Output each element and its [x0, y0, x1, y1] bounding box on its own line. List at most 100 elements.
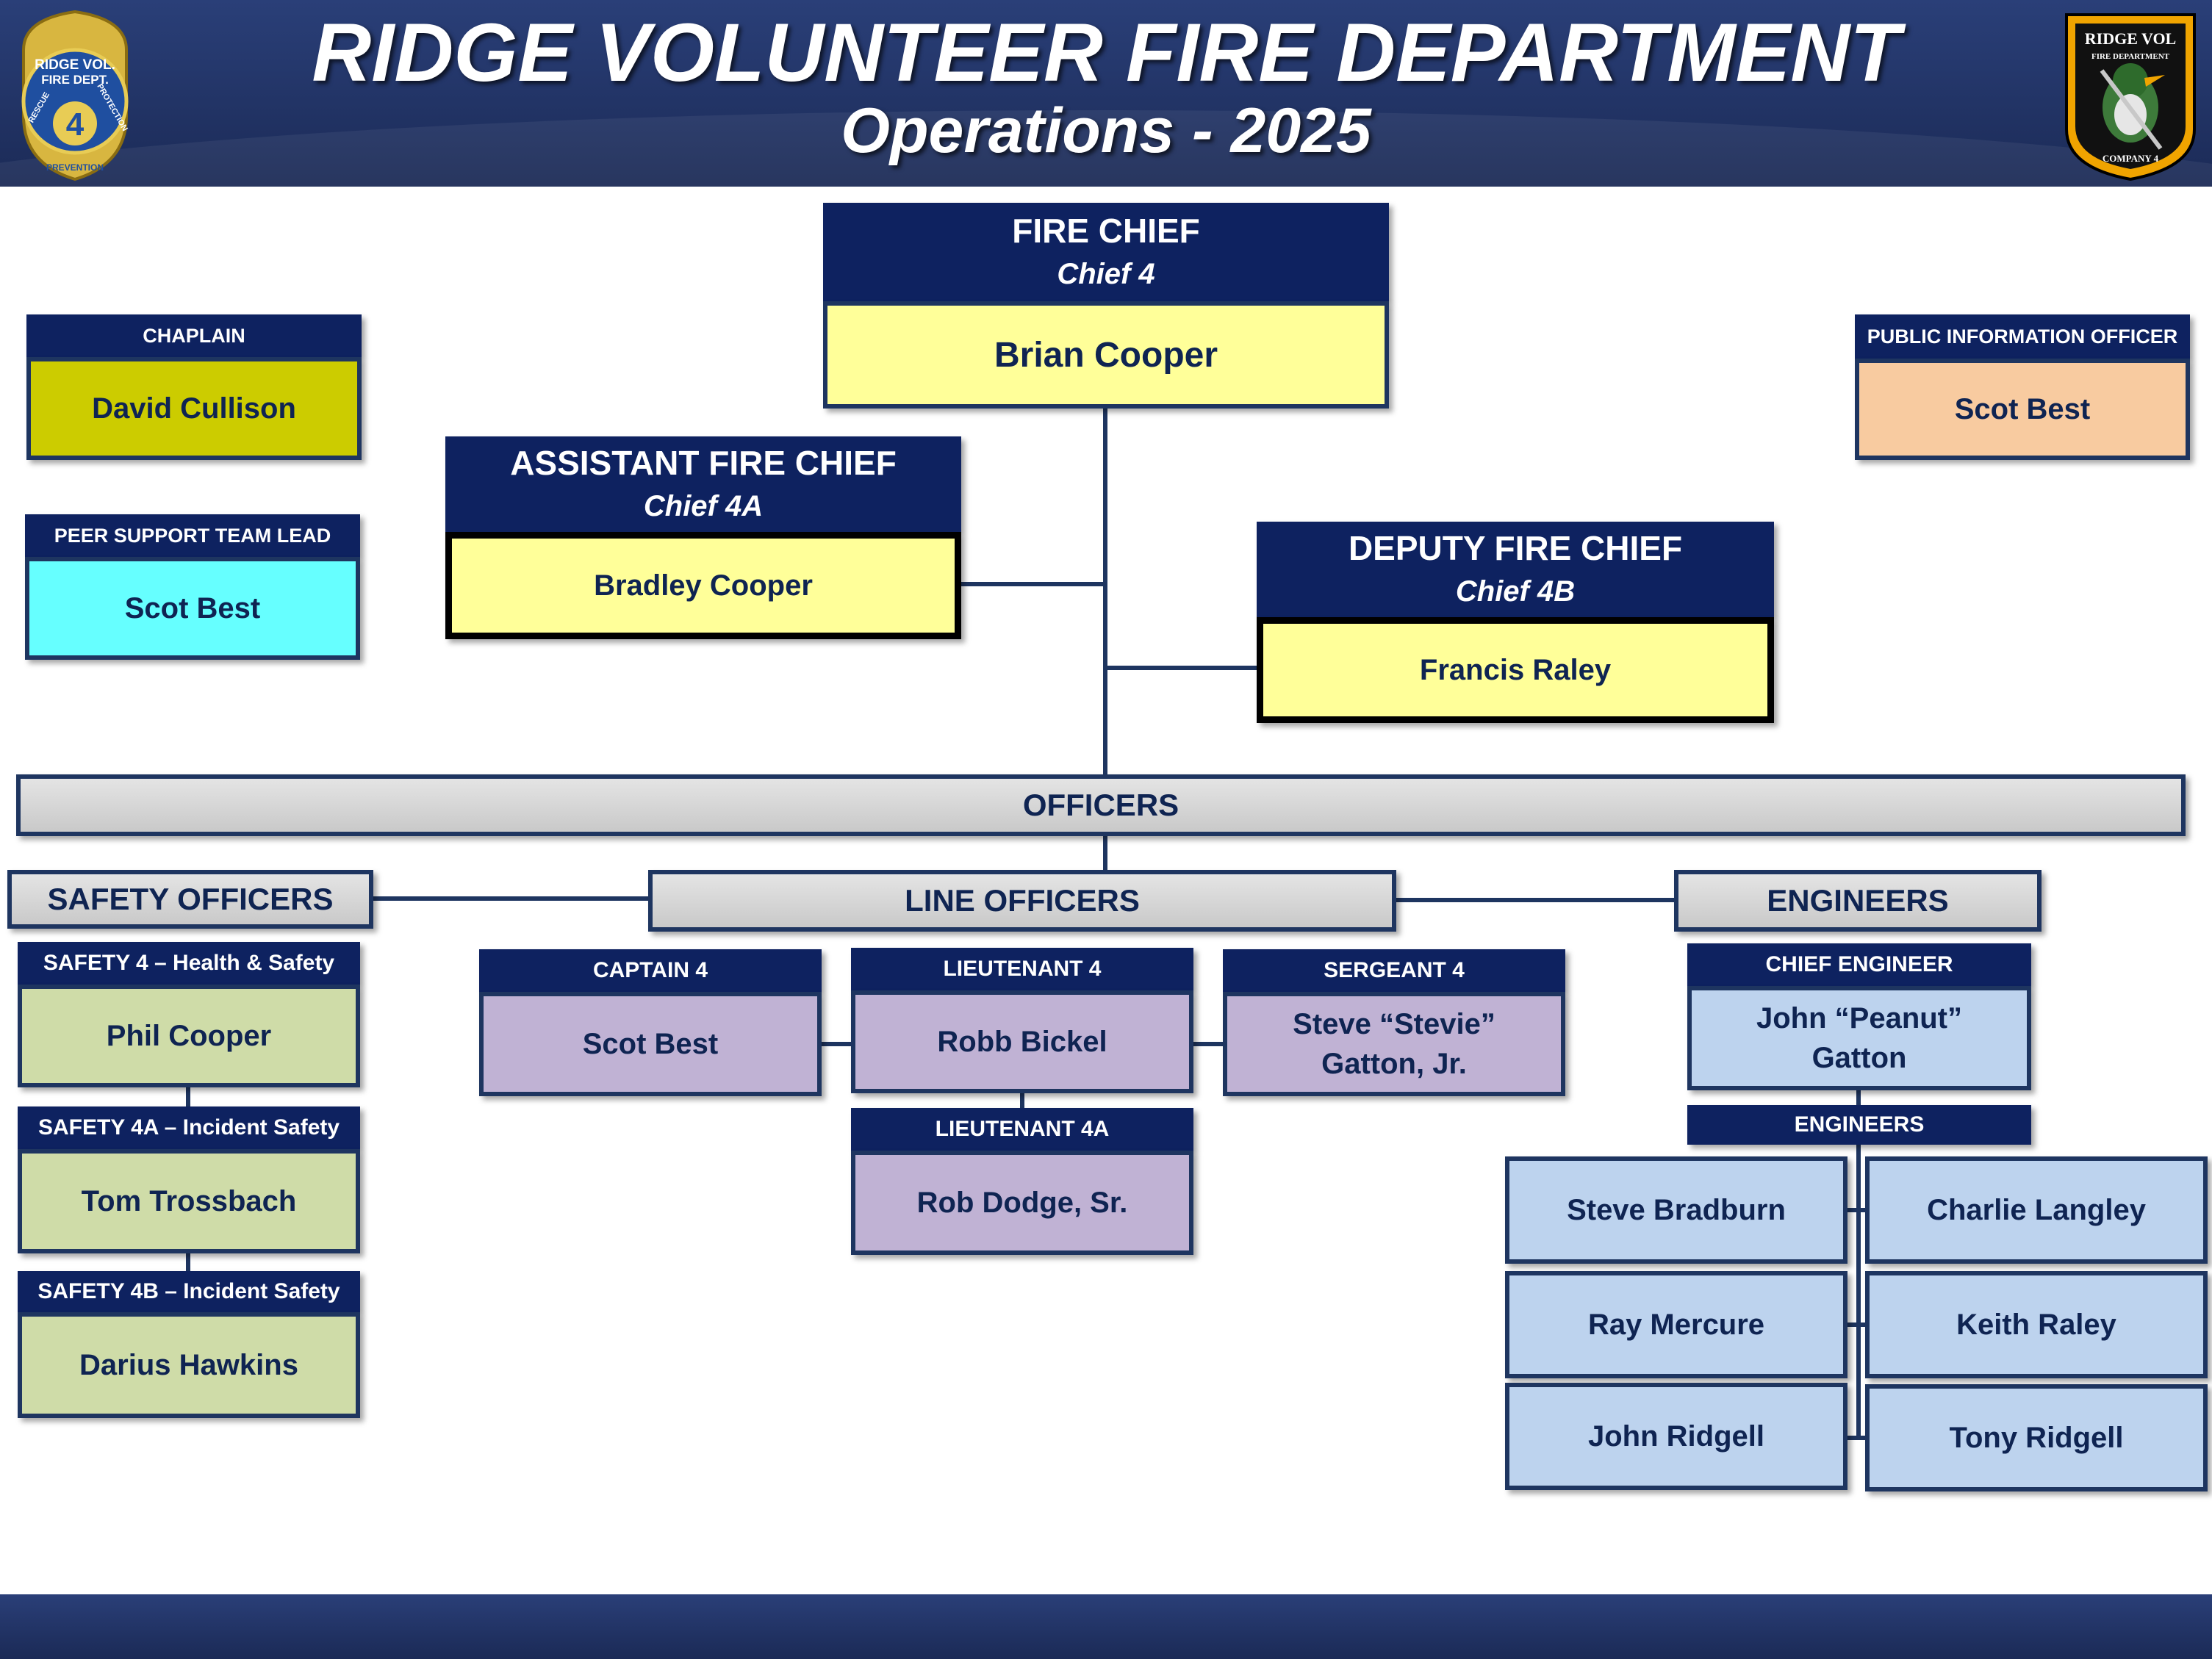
safety-4a-name-box: Tom Trossbach — [18, 1149, 360, 1253]
assistant-chief-name: Bradley Cooper — [594, 569, 813, 602]
deputy-chief-header: DEPUTY FIRE CHIEF Chief 4B — [1257, 522, 1774, 617]
connector-deputy — [1105, 666, 1257, 670]
lieutenant-4a-header: LIEUTENANT 4A — [851, 1108, 1193, 1151]
page-title: RIDGE VOLUNTEER FIRE DEPARTMENT — [312, 7, 1900, 98]
assistant-chief-callsign: Chief 4A — [643, 490, 764, 522]
fire-chief-name: Brian Cooper — [994, 335, 1218, 375]
badge-line2: FIRE DEPT. — [41, 73, 109, 87]
pio-name: Scot Best — [1954, 393, 2091, 425]
safety-officers-label: SAFETY OFFICERS — [47, 882, 334, 916]
captain-header: CAPTAIN 4 — [479, 949, 822, 992]
safety-4-header: SAFETY 4 – Health & Safety — [18, 942, 360, 985]
connector-eng-chief — [1856, 1090, 1861, 1108]
chief-engineer-name-line1: John “Peanut” — [1756, 1002, 1963, 1034]
safety-4-title: SAFETY 4 – Health & Safety — [43, 951, 335, 975]
lieutenant-title: LIEUTENANT 4 — [943, 957, 1102, 981]
engineer-box: Steve Bradburn — [1505, 1156, 1847, 1264]
company-4-duck-patch-icon: RIDGE VOL FIRE DEPARTMENT COMPANY 4 — [2065, 13, 2196, 181]
connector-eng-spine — [1856, 1143, 1861, 1439]
pio-header: PUBLIC INFORMATION OFFICER — [1855, 314, 2190, 359]
pio-name-box: Scot Best — [1855, 359, 2190, 460]
peer-support-name-box: Scot Best — [25, 557, 360, 660]
chaplain-name: David Cullison — [92, 392, 296, 425]
safety-4-name: Phil Cooper — [106, 1020, 272, 1052]
footer-band — [0, 1594, 2212, 1659]
safety-4-name-box: Phil Cooper — [18, 985, 360, 1087]
engineers-section: ENGINEERS — [1674, 870, 2042, 932]
assistant-chief-name-box: Bradley Cooper — [445, 532, 961, 639]
connector-safety-2 — [186, 1253, 190, 1275]
engineers-sub-header: ENGINEERS — [1687, 1105, 2031, 1145]
fire-chief-name-box: Brian Cooper — [823, 301, 1389, 409]
engineer-name: Keith Raley — [1956, 1309, 2116, 1341]
lieutenant-name: Robb Bickel — [937, 1026, 1107, 1058]
safety-4b-name: Darius Hawkins — [79, 1349, 298, 1381]
captain-title: CAPTAIN 4 — [592, 958, 708, 982]
safety-4a-header: SAFETY 4A – Incident Safety — [18, 1106, 360, 1149]
assistant-chief-title: ASSISTANT FIRE CHIEF — [510, 444, 897, 482]
sergeant-name-box: Steve “Stevie” Gatton, Jr. — [1223, 992, 1565, 1096]
patch-line2: FIRE DEPARTMENT — [2091, 52, 2170, 61]
badge-number: 4 — [66, 107, 85, 143]
safety-4a-title: SAFETY 4A – Incident Safety — [37, 1115, 340, 1140]
chief-engineer-title: CHIEF ENGINEER — [1765, 952, 1953, 976]
chief-engineer-name-line2: Gatton — [1811, 1042, 1907, 1074]
deputy-chief-name: Francis Raley — [1419, 654, 1612, 686]
sergeant-title: SERGEANT 4 — [1324, 958, 1465, 982]
line-officers-section: LINE OFFICERS — [648, 870, 1396, 932]
patch-line3: COMPANY 4 — [2103, 153, 2159, 164]
lieutenant-4a-name: Rob Dodge, Sr. — [916, 1187, 1128, 1219]
connector-chief-trunk — [1103, 409, 1107, 777]
fire-chief-callsign: Chief 4 — [1057, 258, 1155, 290]
engineers-sub-label: ENGINEERS — [1794, 1112, 1925, 1137]
connector-lt-sgt — [1192, 1042, 1226, 1046]
safety-officers-section: SAFETY OFFICERS — [7, 870, 373, 929]
connector-eng-row3 — [1846, 1436, 1871, 1440]
connector-eng-row2 — [1846, 1322, 1871, 1327]
engineer-name: Charlie Langley — [1927, 1194, 2146, 1226]
sergeant-name-line1: Steve “Stevie” — [1293, 1008, 1495, 1040]
deputy-chief-name-box: Francis Raley — [1257, 617, 1774, 723]
engineer-box: Keith Raley — [1865, 1271, 2208, 1378]
connector-safety-1 — [186, 1087, 190, 1109]
engineer-box: Charlie Langley — [1865, 1156, 2208, 1264]
safety-4b-name-box: Darius Hawkins — [18, 1312, 360, 1418]
captain-name-box: Scot Best — [479, 992, 822, 1096]
connector-captain-lt — [819, 1042, 852, 1046]
chief-engineer-header: CHIEF ENGINEER — [1687, 943, 2031, 986]
sergeant-header: SERGEANT 4 — [1223, 949, 1565, 992]
fire-chief-title: FIRE CHIEF — [1012, 212, 1200, 250]
deputy-chief-title: DEPUTY FIRE CHIEF — [1348, 529, 1683, 567]
peer-support-header: PEER SUPPORT TEAM LEAD — [25, 514, 360, 557]
engineer-box: John Ridgell — [1505, 1383, 1847, 1490]
officers-bar: OFFICERS — [16, 774, 2186, 836]
sergeant-name-line2: Gatton, Jr. — [1321, 1048, 1467, 1080]
engineer-name: John Ridgell — [1588, 1420, 1764, 1453]
chief-engineer-name-box: John “Peanut” Gatton — [1687, 986, 2031, 1090]
page-subtitle: Operations - 2025 — [841, 96, 1371, 166]
lieutenant-header: LIEUTENANT 4 — [851, 948, 1193, 990]
connector-assistant — [961, 582, 1105, 586]
connector-eng-row1 — [1846, 1208, 1871, 1212]
peer-support-name: Scot Best — [124, 592, 261, 625]
line-officers-label: LINE OFFICERS — [905, 883, 1140, 918]
connector-section-right — [1395, 898, 1676, 902]
connector-officers-down — [1103, 836, 1107, 871]
badge-line1: RIDGE VOL. — [35, 57, 115, 73]
lieutenant-name-box: Robb Bickel — [851, 990, 1193, 1093]
patch-line1: RIDGE VOL — [2085, 29, 2176, 48]
engineer-box: Ray Mercure — [1505, 1271, 1847, 1378]
assistant-chief-header: ASSISTANT FIRE CHIEF Chief 4A — [445, 436, 961, 532]
fire-dept-badge-icon: 4 RIDGE VOL. FIRE DEPT. RESCUE PROTECTIO… — [21, 10, 129, 181]
fire-chief-header: FIRE CHIEF Chief 4 — [823, 203, 1389, 301]
connector-section-left — [373, 896, 651, 901]
chaplain-name-box: David Cullison — [26, 357, 362, 460]
chaplain-title: CHAPLAIN — [143, 324, 245, 347]
engineers-label: ENGINEERS — [1767, 883, 1949, 918]
header-band — [0, 0, 2212, 187]
connector-lt-lta — [1020, 1092, 1024, 1109]
captain-name: Scot Best — [582, 1028, 719, 1060]
engineer-name: Steve Bradburn — [1567, 1194, 1786, 1226]
chaplain-header: CHAPLAIN — [26, 314, 362, 357]
lieutenant-4a-name-box: Rob Dodge, Sr. — [851, 1151, 1193, 1255]
